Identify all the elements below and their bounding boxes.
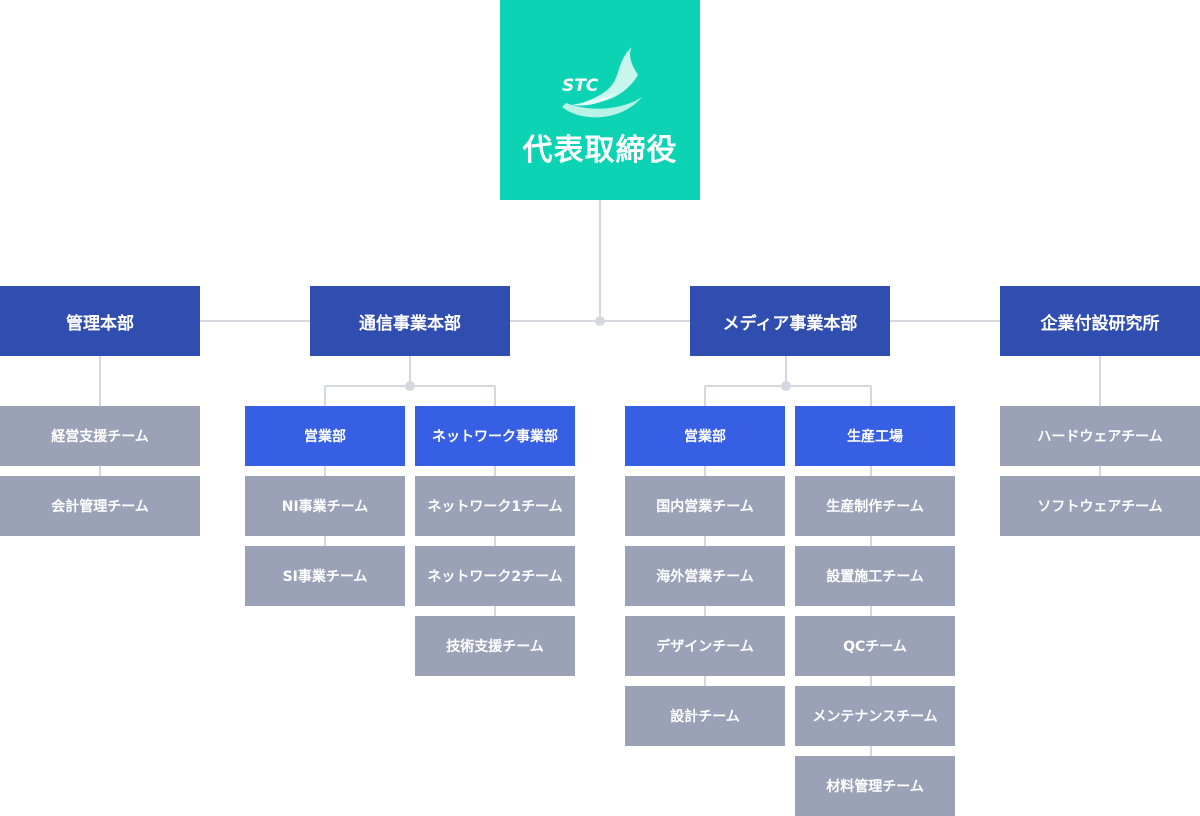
junction-dot [595,316,605,326]
department-label: 営業部 [684,429,726,445]
team-box: メンテナンスチーム [795,686,955,746]
division-communications: 通信事業本部 [310,286,510,356]
junction-dot [781,381,791,391]
division-media: メディア事業本部 [690,286,890,356]
team-label: デザインチーム [656,639,754,655]
team-box: 経営支援チーム [0,406,200,466]
svg-text:STC: STC [562,76,599,96]
team-label: 技術支援チーム [446,639,544,655]
ceo-title: 代表取締役 [522,133,678,168]
team-box: 材料管理チーム [795,756,955,816]
division-label: 管理本部 [66,313,134,334]
department-sales-media: 営業部 [625,406,785,466]
team-box: 設置施工チーム [795,546,955,606]
department-network: ネットワーク事業部 [415,406,575,466]
team-label: 海外営業チーム [656,569,754,585]
ceo-box: STC 代表取締役 [500,0,700,200]
team-box: ハードウェアチーム [1000,406,1200,466]
team-box: 生産制作チーム [795,476,955,536]
junction-dot [405,381,415,391]
team-box: ソフトウェアチーム [1000,476,1200,536]
division-label: メディア事業本部 [722,313,858,334]
team-box: SI事業チーム [245,546,405,606]
division-management: 管理本部 [0,286,200,356]
division-label: 通信事業本部 [359,313,461,334]
team-label: 設置施工チーム [826,569,924,585]
team-box: QCチーム [795,616,955,676]
team-box: 技術支援チーム [415,616,575,676]
team-label: 材料管理チーム [826,779,924,795]
team-label: メンテナンスチーム [812,709,938,725]
team-box: 国内営業チーム [625,476,785,536]
division-label: 企業付設研究所 [1040,313,1160,334]
stc-logo-icon: STC [562,47,642,118]
team-box: 会計管理チーム [0,476,200,536]
team-box: ネットワーク1チーム [415,476,575,536]
team-label: ソフトウェアチーム [1037,499,1163,515]
team-label: ネットワーク1チーム [427,499,563,515]
team-label: SI事業チーム [282,569,368,585]
team-label: 国内営業チーム [656,499,754,515]
team-label: 経営支援チーム [51,429,149,445]
team-label: 会計管理チーム [51,499,149,515]
team-label: ネットワーク2チーム [427,569,563,585]
team-box: デザインチーム [625,616,785,676]
department-production-factory: 生産工場 [795,406,955,466]
team-label: 設計チーム [670,709,740,725]
team-box: ネットワーク2チーム [415,546,575,606]
department-label: ネットワーク事業部 [432,429,558,445]
team-label: 生産制作チーム [826,499,924,515]
division-research-lab: 企業付設研究所 [1000,286,1200,356]
team-label: ハードウェアチーム [1037,429,1163,445]
team-box: NI事業チーム [245,476,405,536]
team-label: NI事業チーム [281,499,369,515]
department-sales-comm: 営業部 [245,406,405,466]
team-label: QCチーム [843,639,907,655]
team-box: 設計チーム [625,686,785,746]
department-label: 営業部 [304,429,346,445]
team-box: 海外営業チーム [625,546,785,606]
department-label: 生産工場 [847,429,903,445]
